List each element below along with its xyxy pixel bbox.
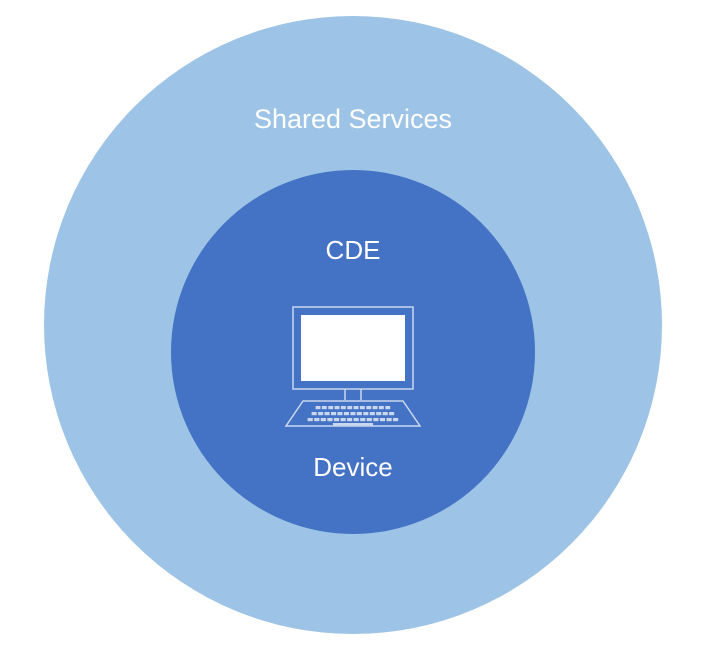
keyboard-key (372, 406, 378, 410)
keyboard-key (347, 418, 353, 422)
keyboard-key (340, 418, 346, 422)
keyboard-key (340, 406, 346, 410)
keyboard-key (356, 412, 362, 416)
keyboard-key (363, 412, 369, 416)
keyboard-key (353, 418, 359, 422)
computer-icon (284, 306, 422, 427)
keyboard-key (324, 412, 330, 416)
device-label: Device (313, 452, 393, 482)
keyboard-key (376, 412, 382, 416)
keyboard-key (314, 418, 320, 422)
keyboard-key (366, 406, 372, 410)
keyboard-key (359, 406, 365, 410)
keyboard-key (360, 418, 366, 422)
keyboard-spacebar (333, 423, 373, 426)
keyboard-key (334, 406, 340, 410)
keyboard-key (321, 406, 327, 410)
keyboard-key (366, 418, 372, 422)
keyboard-key (350, 412, 356, 416)
keyboard-key (320, 418, 326, 422)
keyboard-key (333, 418, 340, 422)
keyboard-key (389, 412, 395, 416)
keyboard-key (353, 406, 359, 410)
keyboard-key (385, 406, 391, 410)
keyboard-key (378, 406, 384, 410)
keyboard-key (328, 406, 334, 410)
keyboard-key (379, 418, 386, 422)
keyboard-key (369, 412, 375, 416)
keyboard-key (315, 406, 321, 410)
keyboard-key (386, 418, 392, 422)
keyboard-key (337, 412, 343, 416)
keyboard-key (373, 418, 379, 422)
keyboard-key (331, 412, 337, 416)
keyboard-key (347, 406, 353, 410)
keyboard-key (382, 412, 388, 416)
cde-label: CDE (325, 235, 381, 265)
keyboard-key (307, 418, 313, 422)
keyboard-key (343, 412, 349, 416)
keyboard-key (327, 418, 333, 422)
keyboard-key (311, 412, 317, 416)
keyboard-key (393, 418, 399, 422)
keyboard-key (318, 412, 324, 416)
shared-services-label: Shared Services (253, 104, 453, 134)
